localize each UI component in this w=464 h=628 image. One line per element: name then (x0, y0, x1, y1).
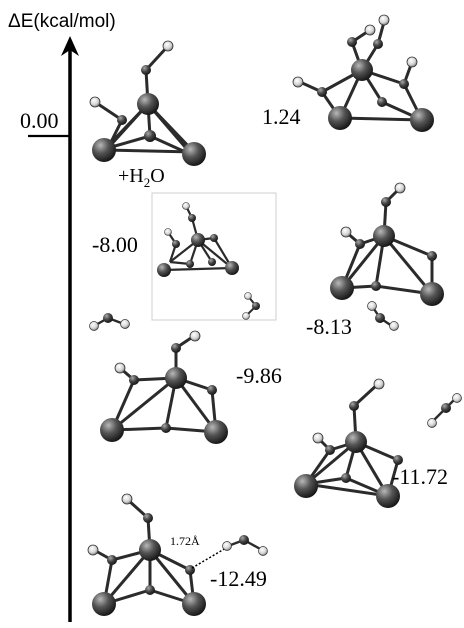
reactant-label: +H2O (118, 165, 165, 190)
energy-axis: ΔE(kcal/mol) 0.00 (8, 11, 116, 622)
cluster-12-49-atoms (87, 493, 206, 616)
energy-label-11-72: -11.72 (392, 464, 448, 489)
cluster-8-00-atoms (157, 202, 239, 277)
zero-label: 0.00 (20, 108, 59, 133)
cluster-9-86 (110, 334, 218, 434)
axis-arrowhead (61, 36, 79, 56)
cluster-11-72-atoms (294, 378, 403, 508)
energy-label-1-24: 1.24 (262, 104, 301, 129)
distance-label: 1.72Å (170, 534, 200, 548)
highlight-box (151, 192, 277, 321)
cluster-9-86-atoms (100, 330, 228, 444)
cluster-8-13-atoms (330, 182, 444, 306)
water-left (89, 313, 130, 331)
energy-label-8-00: -8.00 (92, 232, 138, 257)
energy-label-9-86: -9.86 (236, 363, 282, 388)
cluster-1-24-atoms (292, 14, 434, 132)
hydrogen-bond (191, 547, 227, 569)
water-8-13 (367, 301, 399, 331)
axis-title: ΔE(kcal/mol) (8, 11, 116, 32)
water-8-00 (242, 292, 260, 320)
water-12-49 (222, 535, 268, 556)
water-11-72 (427, 393, 462, 428)
energy-label-12-49: -12.49 (210, 566, 267, 591)
cluster-reactant-atoms (89, 40, 206, 166)
energy-label-8-13: -8.13 (306, 314, 352, 339)
